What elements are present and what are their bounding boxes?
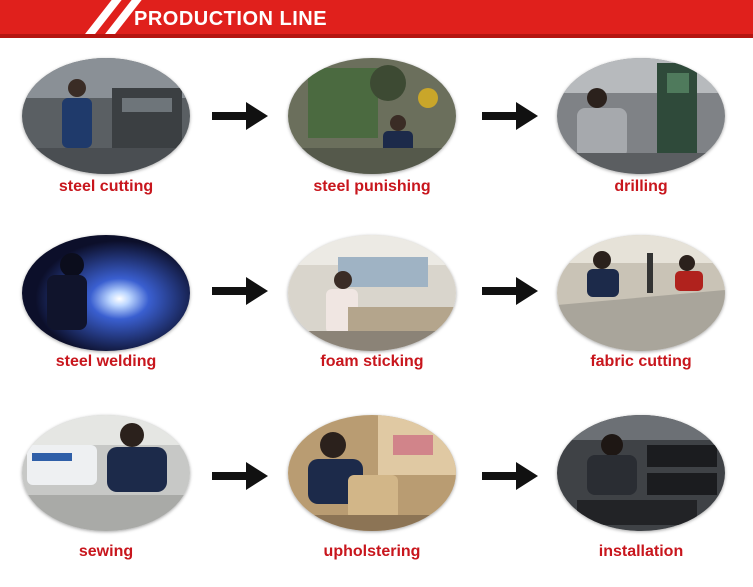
page-title: PRODUCTION LINE — [134, 8, 328, 30]
header-banner: PRODUCTION LINE — [0, 0, 753, 38]
steel-punishing-photo — [288, 58, 456, 174]
right-arrow-icon — [210, 458, 270, 494]
foam-sticking-photo — [288, 235, 456, 351]
step-label: installation — [598, 543, 684, 560]
step-label: steel welding — [55, 353, 157, 370]
right-arrow-icon — [480, 273, 540, 309]
right-arrow-icon — [480, 458, 540, 494]
step-label: fabric cutting — [590, 353, 692, 370]
steel-cutting-photo — [22, 58, 190, 174]
sewing-photo — [22, 415, 190, 531]
drilling-photo — [557, 58, 725, 174]
installation-photo — [557, 415, 725, 531]
step-label: upholstering — [323, 543, 421, 560]
header-shadow — [0, 34, 753, 38]
right-arrow-icon — [210, 273, 270, 309]
step-label: steel punishing — [313, 178, 431, 195]
steel-welding-photo — [22, 235, 190, 351]
right-arrow-icon — [480, 98, 540, 134]
step-label: steel cutting — [58, 178, 154, 195]
right-arrow-icon — [210, 98, 270, 134]
step-label: drilling — [614, 178, 668, 195]
upholstering-photo — [288, 415, 456, 531]
step-label: foam sticking — [320, 353, 424, 370]
step-label: sewing — [78, 543, 134, 560]
fabric-cutting-photo — [557, 235, 725, 351]
